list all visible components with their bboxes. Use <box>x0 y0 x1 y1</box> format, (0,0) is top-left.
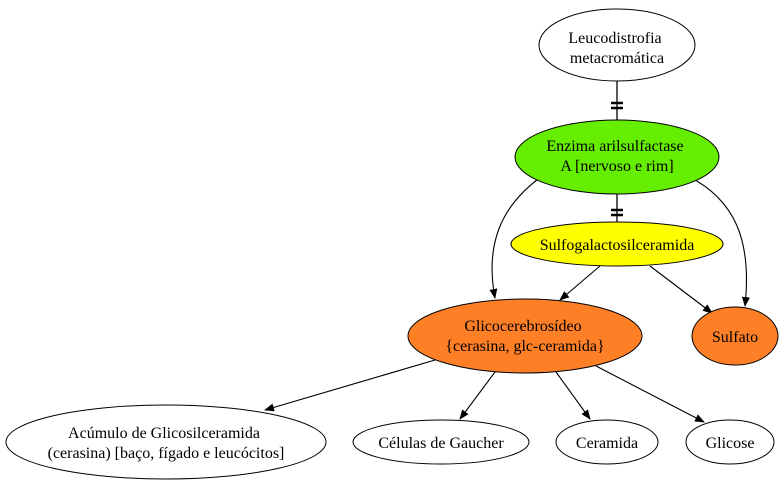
node-label-line: Sulfato <box>712 329 758 346</box>
node-shape <box>555 419 659 465</box>
edge-enzima-sulfato <box>687 175 750 307</box>
node-label-line: A [nervoso e rim] <box>560 158 673 175</box>
svg-text:Leucodistrofia metacromá: Leucodistrofia metacromática <box>568 30 665 67</box>
node-shape <box>514 119 720 195</box>
node-label-line: Acúmulo de Glicosilceramida <box>68 425 260 442</box>
node-shape <box>5 404 327 480</box>
edge-glicocerebrosideo-acumulo <box>264 359 436 412</box>
svg-text:Glicose: Glicose <box>706 435 755 452</box>
node-shape <box>510 221 724 267</box>
node-leucodistrofia: Leucodistrofia metacromática <box>538 8 696 82</box>
svg-text:Enzima arilsulfactase A: Enzima arilsulfactase A [nervoso e rim] <box>546 138 687 175</box>
node-label-line: Leucodistrofia <box>568 30 661 47</box>
edge-enzima-sulfogalacto <box>611 193 623 222</box>
node-shape <box>407 298 643 374</box>
node-label-line: {cerasina, glc-ceramida} <box>445 338 604 355</box>
svg-text:Glicocerebrosídeo {ceras: Glicocerebrosídeo {cerasina, glc-ceramid… <box>445 318 604 355</box>
node-enzima: Enzima arilsulfactase A [nervoso e rim] <box>514 119 720 195</box>
node-gaucher: Células de Gaucher <box>352 419 530 465</box>
node-label-line: Ceramida <box>576 435 638 452</box>
edge-enzima-glicocerebrosideo <box>489 173 546 299</box>
svg-text:Acúmulo de Glicosilceramida: Acúmulo de Glicosilceramida (cerasina) [… <box>48 425 285 462</box>
svg-text:Células de Gaucher: Células de Gaucher <box>378 435 504 452</box>
edge-leucodistrofia-enzima <box>611 80 623 121</box>
svg-text:Ceramida: Ceramida <box>576 435 638 452</box>
node-acumulo: Acúmulo de Glicosilceramida (cerasina) [… <box>5 404 327 480</box>
node-label-line: (cerasina) [baço, fígado e leucócitos] <box>48 445 285 462</box>
node-label-line: Glicocerebrosídeo <box>464 318 581 335</box>
node-shape <box>538 8 696 82</box>
node-label-line: Sulfogalactosilceramida <box>540 237 695 254</box>
node-label-line: Células de Gaucher <box>378 435 504 452</box>
edge-glicocerebrosideo-gaucher <box>459 371 496 420</box>
node-label-line: Glicose <box>706 435 755 452</box>
node-label-line: Enzima arilsulfactase <box>546 138 683 155</box>
node-shape <box>691 306 779 366</box>
svg-text:Sulfato: Sulfato <box>712 329 758 346</box>
node-label-line: metacromática <box>570 50 664 67</box>
node-shape <box>685 419 775 465</box>
edge-sulfogalacto-sulfato <box>649 265 713 314</box>
edge-glicocerebrosideo-ceramida <box>555 371 591 420</box>
svg-text:Sulfogalactosilceramida: Sulfogalactosilceramida <box>540 237 695 254</box>
node-shape <box>352 419 530 465</box>
node-sulfato: Sulfato <box>691 306 779 366</box>
edge-glicocerebrosideo-glicose <box>595 365 705 423</box>
node-ceramida: Ceramida <box>555 419 659 465</box>
node-glicose: Glicose <box>685 419 775 465</box>
node-glicocerebrosideo: Glicocerebrosídeo {cerasina, glc-ceramid… <box>407 298 643 374</box>
node-sulfogalacto: Sulfogalactosilceramida <box>510 221 724 267</box>
edge-sulfogalacto-glicocerebrosideo <box>559 265 601 301</box>
